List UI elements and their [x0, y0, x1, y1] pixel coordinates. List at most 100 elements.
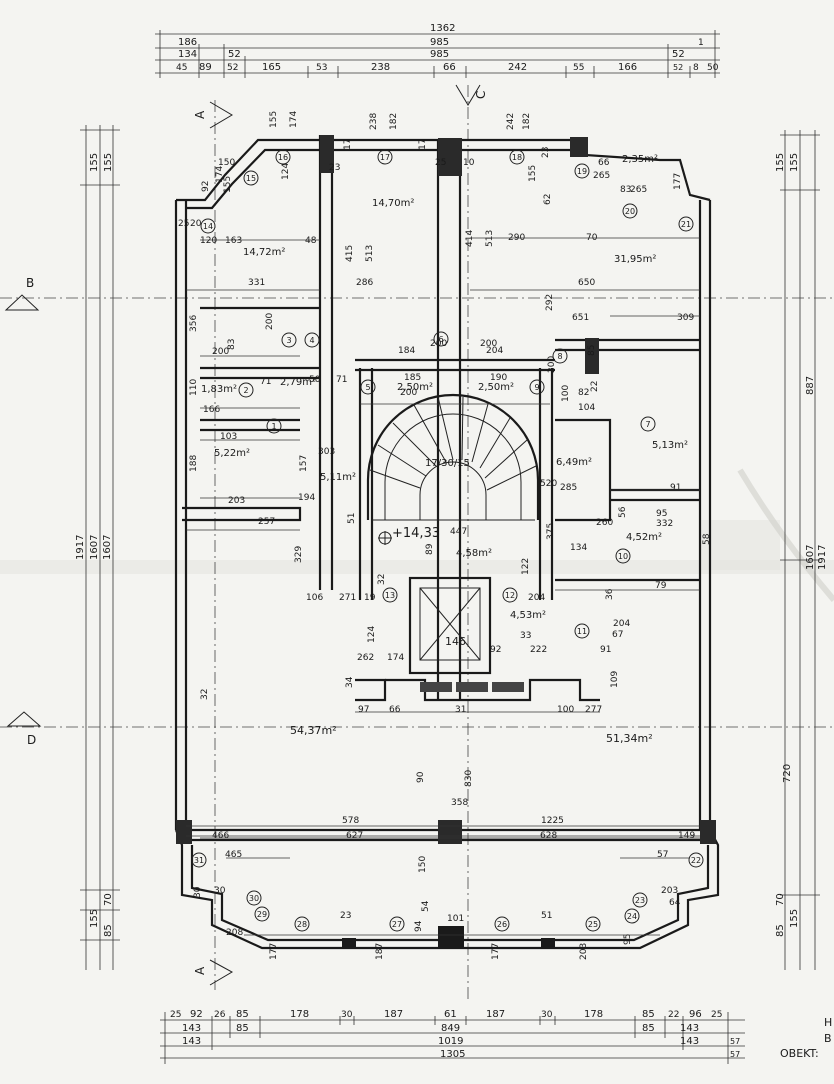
interior-dimension: 204	[528, 593, 545, 603]
interior-dimension: 174	[289, 111, 299, 128]
room-number: 12	[505, 591, 515, 600]
interior-dimension: 89	[425, 543, 435, 555]
room-number: 28	[297, 920, 307, 929]
dim-bottom: 143	[680, 1023, 699, 1034]
dim-top: 134	[178, 49, 197, 60]
interior-dimension: 155	[223, 176, 233, 193]
room-number-circle	[494, 916, 510, 932]
dim-top: 242	[508, 62, 527, 73]
interior-dimension: 50	[309, 375, 321, 385]
dim-bottom: 57	[730, 1037, 740, 1046]
dim-bottom: 143	[182, 1036, 201, 1047]
interior-dimension: 134	[570, 543, 587, 553]
dim-right: 155	[789, 153, 800, 172]
interior-dimension: 200	[547, 356, 557, 373]
section-mark-a-top: A	[193, 110, 207, 119]
dim-top: 8	[693, 63, 699, 73]
area-label: 31,95m²	[614, 254, 656, 265]
interior-dimension: 92	[201, 181, 211, 192]
interior-dimension: 155	[269, 111, 279, 128]
dim-left: 155	[89, 153, 100, 172]
dim-bottom: 187	[384, 1009, 403, 1020]
room-number: 18	[512, 153, 522, 162]
interior-dimension: 71	[260, 377, 271, 387]
interior-dimension: 375	[546, 523, 556, 540]
interior-dimension: 23	[329, 163, 340, 173]
dim-top: 52	[672, 49, 685, 60]
interior-dimension: 20	[190, 219, 202, 229]
room-number: 21	[681, 220, 691, 229]
dim-top: 53	[316, 63, 327, 73]
room-number: 6	[438, 335, 443, 344]
interior-dimension: 23	[541, 147, 551, 158]
dim-top: 985	[430, 49, 449, 60]
right-dimension-lines: 155 155 887 720 155 70 85 1607 1917	[775, 130, 828, 970]
dim-top: 52	[227, 63, 238, 73]
area-labels: 14,70m² 14,72m² 31,95m² 2,35m² 1,83m² 2,…	[201, 154, 688, 745]
interior-dimension: 32	[377, 574, 387, 585]
interior-dimension: 25	[435, 158, 446, 168]
interior-dimension: 124	[367, 626, 377, 643]
dim-left: 70	[103, 893, 114, 906]
room-number-circle	[624, 908, 640, 924]
area-label: 6,49m²	[556, 457, 592, 468]
section-mark-c: C	[474, 91, 488, 99]
dim-bottom: 25	[170, 1010, 181, 1020]
interior-dimension: 100	[557, 705, 574, 715]
room-number-circle	[377, 149, 393, 165]
interior-dimension: 95	[623, 934, 633, 945]
interior-dimension: 203	[661, 886, 678, 896]
interior-dimension: 106	[306, 593, 323, 603]
interior-dimension: 56	[618, 506, 628, 518]
dim-bottom: 178	[290, 1009, 309, 1020]
room-number-circle	[529, 379, 545, 395]
detail-lines	[186, 237, 700, 936]
dim-right: 155	[789, 909, 800, 928]
dim-bottom-total: 1305	[440, 1049, 465, 1060]
interior-dimension: 82	[578, 388, 589, 398]
room-number-circle	[574, 623, 590, 639]
area-label: 51,34m²	[606, 732, 653, 745]
dim-right: 720	[782, 764, 793, 783]
interior-dimension: 329	[294, 546, 304, 563]
interior-dimension: 651	[572, 313, 589, 323]
interior-dimension: 71	[336, 375, 347, 385]
interior-dimension: 262	[357, 653, 374, 663]
dim-left: 155	[103, 153, 114, 172]
dim-top: 238	[371, 62, 390, 73]
interior-dimension: 513	[485, 230, 495, 247]
area-label: 54,37m²	[290, 724, 337, 737]
dim-bottom: 143	[680, 1036, 699, 1047]
room-number: 20	[625, 207, 635, 216]
dim-bottom: 22	[668, 1010, 679, 1020]
interior-dimension: 54	[421, 900, 431, 912]
dim-top: 186	[178, 37, 197, 48]
interior-dimension: 286	[356, 278, 373, 288]
section-mark-d: D	[27, 733, 36, 747]
interior-dimension: 188	[189, 455, 199, 472]
dim-left: 1917	[75, 535, 86, 560]
dim-top: 166	[618, 62, 637, 73]
interior-dimension: 22	[590, 381, 600, 392]
interior-dimension: 66	[389, 705, 401, 715]
dim-bottom: 187	[486, 1009, 505, 1020]
room-number-circle	[382, 587, 398, 603]
title-block-line: B	[824, 1032, 832, 1045]
room-number-circle	[281, 332, 297, 348]
interior-dimension: 203	[228, 496, 245, 506]
dim-left: 1607	[102, 535, 113, 560]
interior-dimension: 94	[414, 920, 424, 932]
interior-dimension: 48	[305, 236, 317, 246]
interior-dimension: 650	[578, 278, 595, 288]
interior-dimension: 447	[450, 527, 467, 537]
interior-dimension: 122	[521, 558, 531, 575]
interior-dimension: 30	[193, 886, 203, 898]
interior-dimension: 830	[464, 770, 474, 787]
room-number-circle	[640, 416, 656, 432]
interior-dimension: 242	[506, 113, 516, 130]
interior-dimension: 34	[345, 676, 355, 688]
room-number: 14	[203, 222, 213, 231]
interior-dimension: 174	[387, 653, 404, 663]
area-label: 2,50m²	[478, 382, 514, 393]
